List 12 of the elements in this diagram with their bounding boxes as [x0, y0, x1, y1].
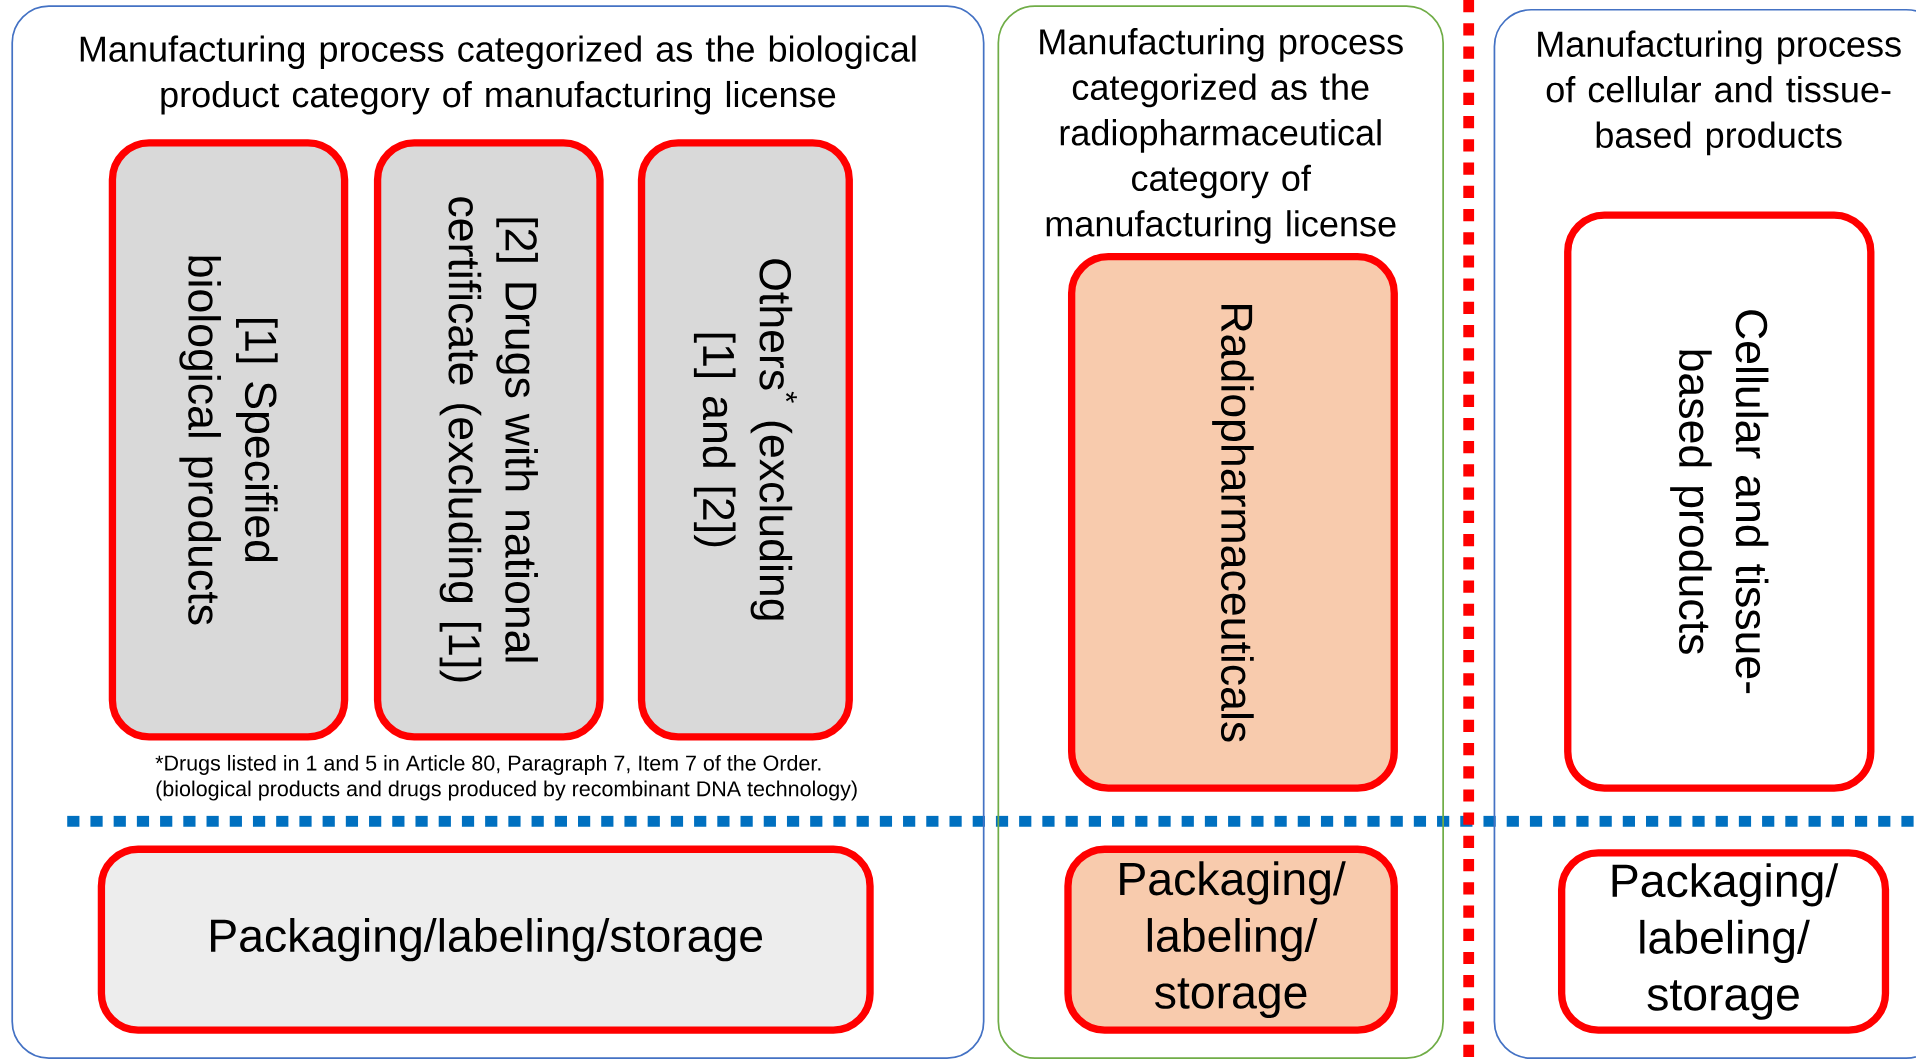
product-box: Radiopharmaceuticals [1068, 253, 1398, 792]
panel-heading: Manufacturing process categorized as the radiopharmaceutical category of manufacturing license [1040, 28, 1403, 244]
footnote: (biological products and drugs produced by recombinant DNA technology) [156, 780, 857, 801]
process-box: Packaging/ labeling/ storage [1064, 845, 1398, 1034]
footnote: *Drugs listed in 1 and 5 in Article 80, Paragraph 7, Item 7 of the Order. [155, 755, 821, 776]
product-box: Cellular and tissue-based products [1564, 211, 1875, 792]
panel-heading: Manufacturing process of cellular and tissue-based products [1538, 30, 1901, 156]
product-box: [2] Drugs with national certificate (excluding [1]) [373, 139, 604, 741]
process-box: Packaging/labeling/storage [97, 845, 874, 1034]
process-box: Packaging/ labeling/ storage [1558, 849, 1890, 1034]
product-box: [1] Specified biological products [108, 139, 349, 741]
panel-heading: Manufacturing process categorized as the biological product category of manufacturing license [80, 35, 916, 115]
